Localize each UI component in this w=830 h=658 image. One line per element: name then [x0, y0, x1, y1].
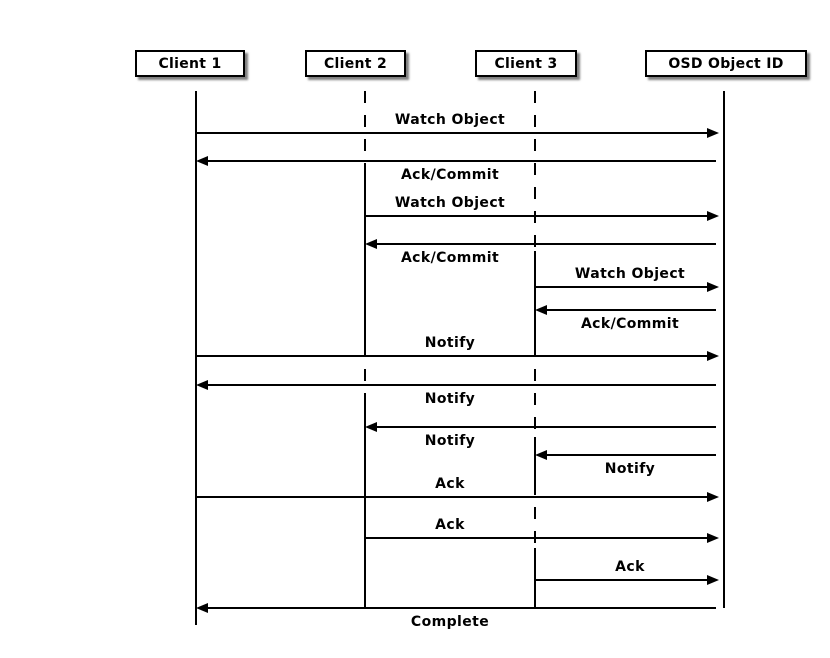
actor-label-client-1: Client 1	[158, 55, 222, 72]
message-9-label: Notify	[424, 433, 476, 449]
message-3-line	[365, 215, 707, 217]
actor-box-client-3: Client 3	[475, 50, 577, 77]
lifeline-client-2-active-2	[364, 398, 366, 608]
message-6-label: Ack/Commit	[580, 316, 680, 332]
message-3-arrowhead-right	[707, 211, 719, 221]
message-4-arrowhead-left	[365, 239, 377, 249]
message-10-arrowhead-left	[535, 450, 547, 460]
message-5-arrowhead-right	[707, 282, 719, 292]
actor-label-client-3: Client 3	[494, 55, 558, 72]
lifeline-osd-object-id	[723, 91, 725, 608]
message-1-label: Watch Object	[394, 112, 506, 128]
lifeline-client-3-active-1	[534, 251, 536, 345]
message-10-line	[546, 454, 716, 456]
actor-label-client-2: Client 2	[323, 55, 388, 72]
message-9-arrowhead-left	[365, 422, 377, 432]
message-11-arrowhead-right	[707, 492, 719, 502]
message-12-label: Ack	[435, 517, 465, 533]
message-9-line	[376, 426, 716, 428]
lifeline-client-3-dashed-1	[534, 91, 536, 251]
message-14-line	[207, 607, 716, 609]
message-13-line	[535, 579, 707, 581]
message-2-arrowhead-left	[196, 156, 208, 166]
message-4-label: Ack/Commit	[400, 250, 500, 266]
message-13-arrowhead-right	[707, 575, 719, 585]
actor-label-osd-object-id: OSD Object ID	[668, 55, 784, 72]
message-3-label: Watch Object	[394, 195, 506, 211]
message-8-label: Notify	[424, 391, 476, 407]
message-5-line	[535, 286, 707, 288]
lifeline-client-3-dashed-3	[534, 483, 536, 548]
message-6-line	[546, 309, 716, 311]
message-1-arrowhead-right	[707, 128, 719, 138]
message-11-line	[196, 496, 707, 498]
message-11-label: Ack	[435, 476, 465, 492]
message-4-line	[376, 243, 716, 245]
message-14-arrowhead-left	[196, 603, 208, 613]
lifeline-client-3-dashed-2	[534, 345, 536, 437]
message-2-line	[207, 160, 716, 162]
lifeline-client-3-active-3	[534, 548, 536, 608]
lifeline-client-2-dashed-2	[364, 345, 366, 398]
message-6-arrowhead-left	[535, 305, 547, 315]
message-13-label: Ack	[615, 559, 645, 575]
lifeline-client-1	[195, 91, 197, 625]
message-2-label: Ack/Commit	[400, 167, 500, 183]
message-8-line	[207, 384, 716, 386]
lifeline-client-3-active-2	[534, 437, 536, 483]
message-10-label: Notify	[604, 461, 656, 477]
message-5-label: Watch Object	[574, 266, 686, 282]
actor-box-client-2: Client 2	[305, 50, 406, 77]
message-7-arrowhead-right	[707, 351, 719, 361]
message-7-line	[196, 355, 707, 357]
message-12-arrowhead-right	[707, 533, 719, 543]
lifeline-client-2-dashed-1	[364, 91, 366, 168]
actor-box-osd-object-id: OSD Object ID	[645, 50, 807, 77]
message-12-line	[365, 537, 707, 539]
message-1-line	[196, 132, 707, 134]
message-14-label: Complete	[410, 614, 490, 630]
actor-box-client-1: Client 1	[135, 50, 245, 77]
lifeline-client-2-active-1	[364, 168, 366, 345]
message-7-label: Notify	[424, 335, 476, 351]
message-8-arrowhead-left	[196, 380, 208, 390]
